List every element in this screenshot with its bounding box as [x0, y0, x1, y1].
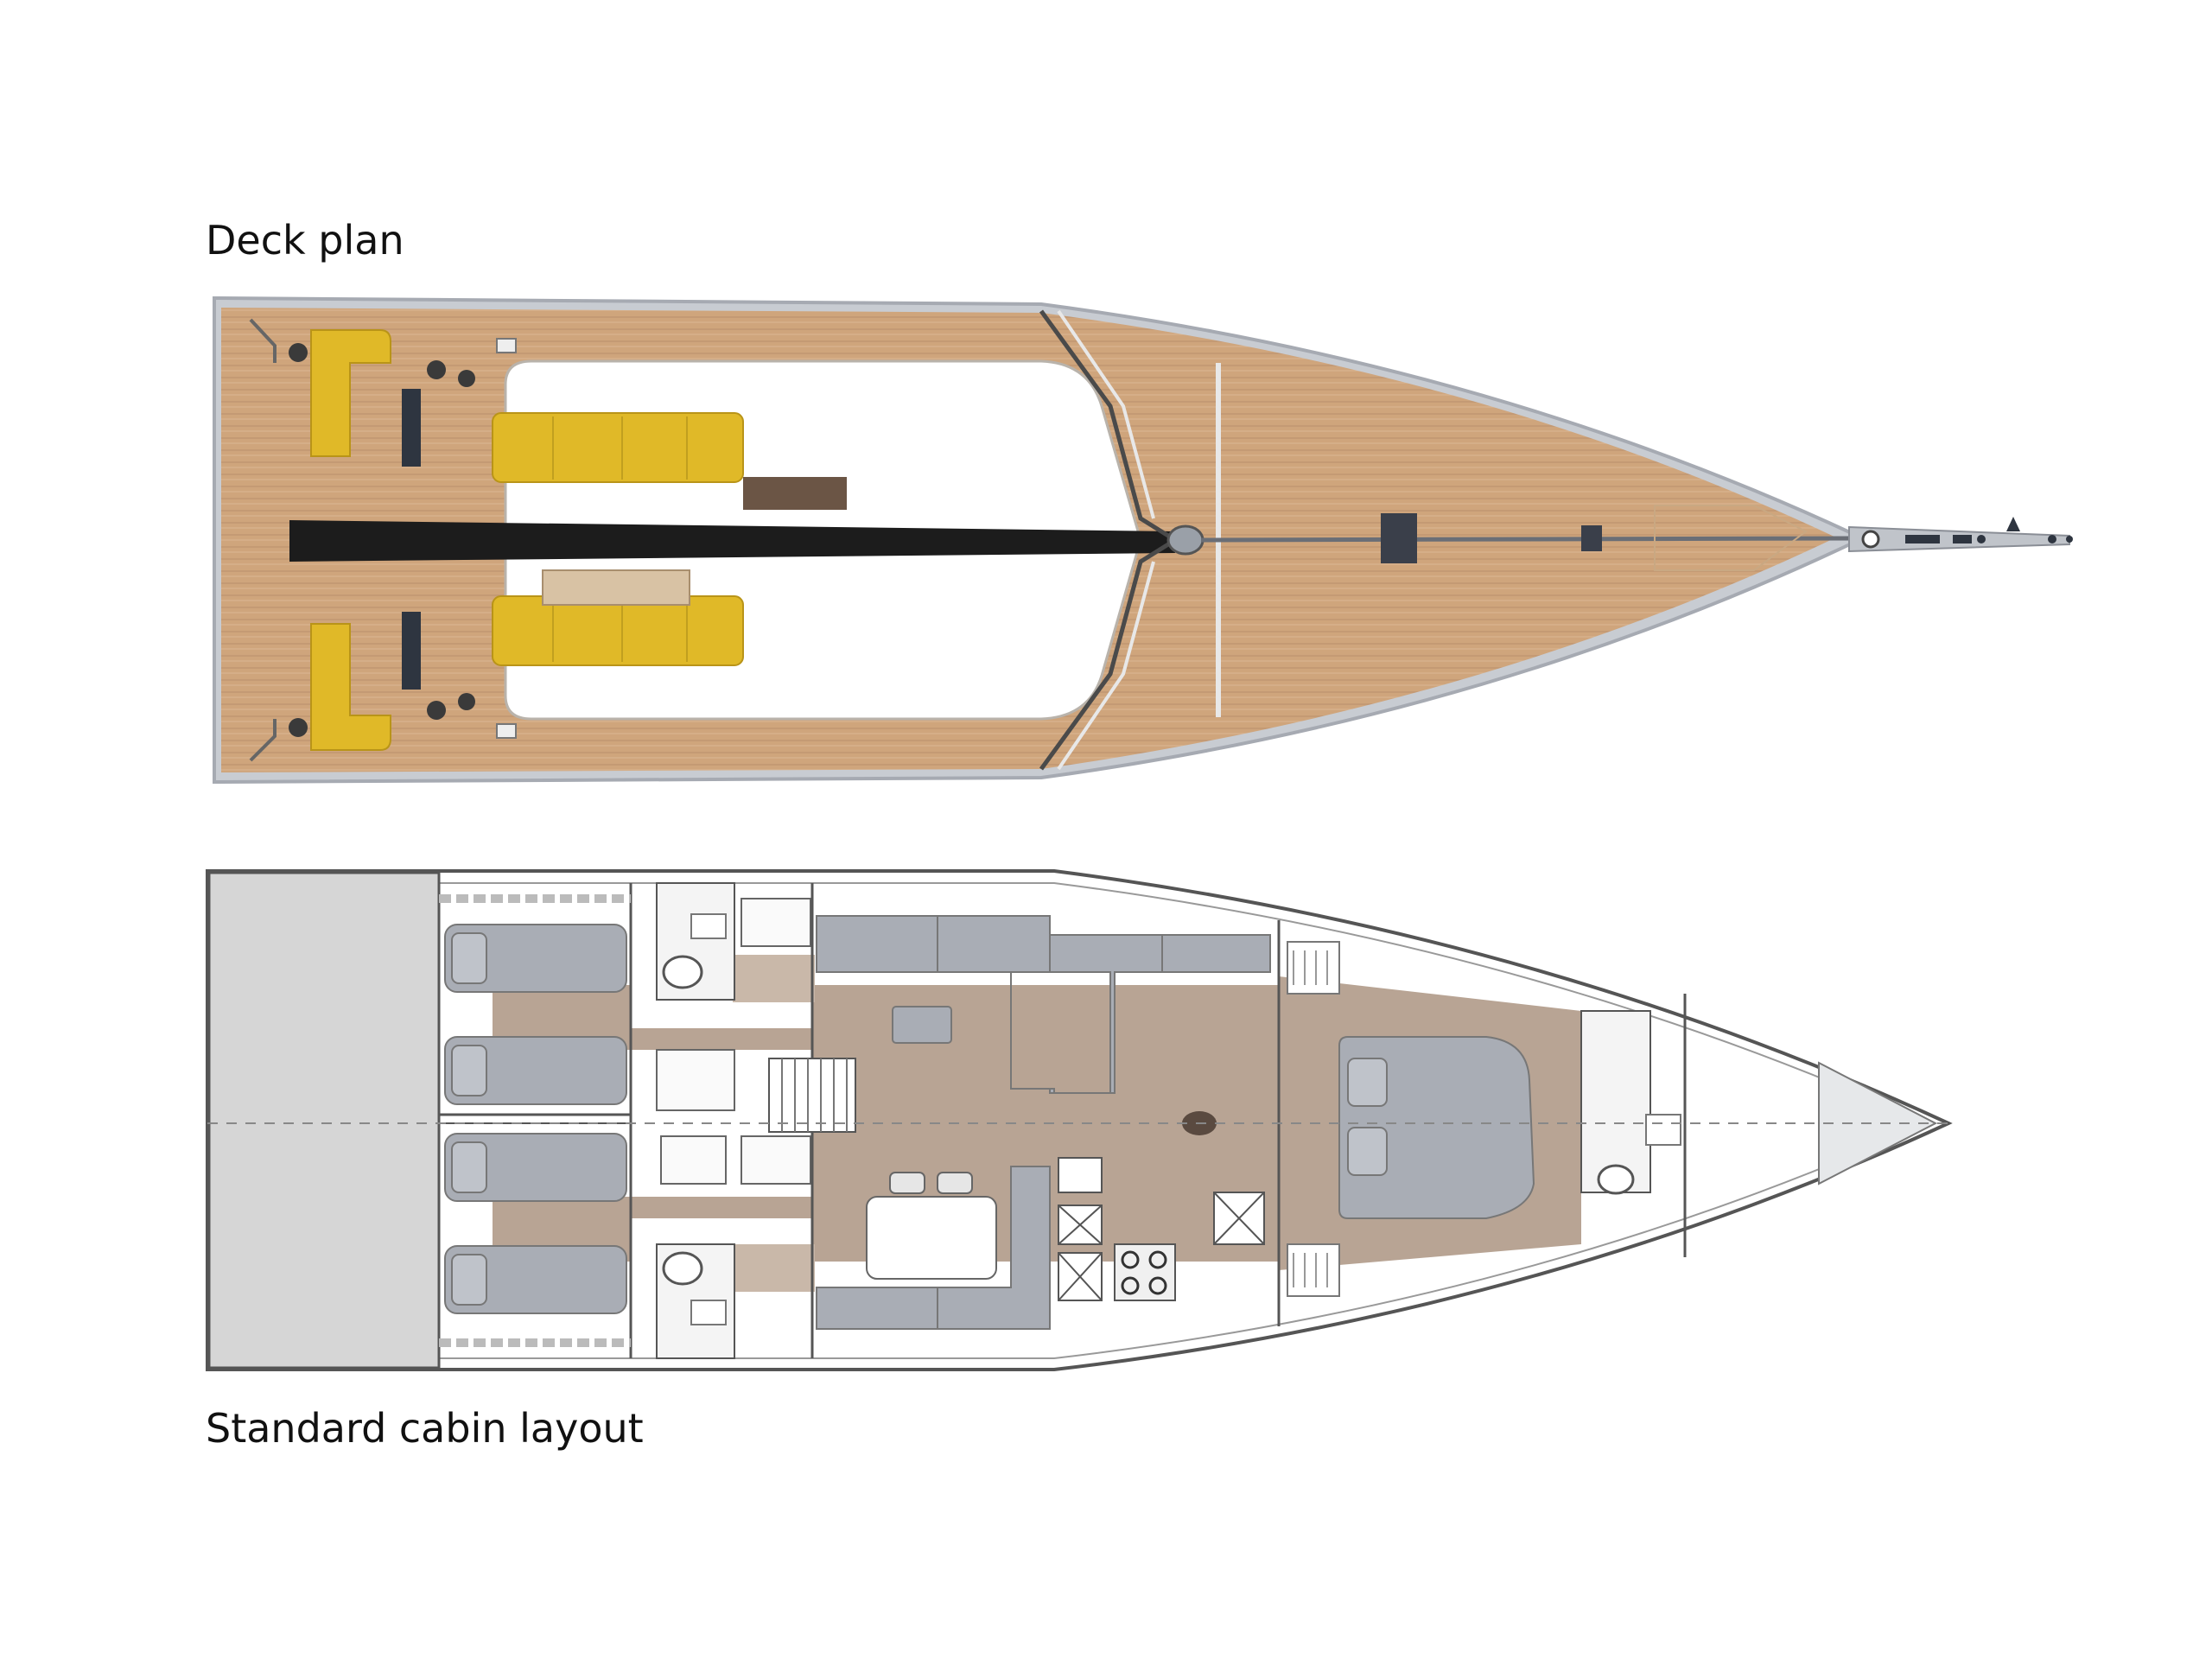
galley-sink [1058, 1157, 1103, 1193]
helm-seat-icon [310, 329, 391, 457]
shroud-port [1039, 309, 1177, 543]
toilet-icon [1597, 1164, 1635, 1195]
saloon-settee-port [816, 915, 1271, 1094]
cockpit-table [542, 569, 690, 606]
windlass [1581, 525, 1602, 551]
helm-console-port [402, 389, 421, 467]
forward-head [1580, 1010, 1651, 1193]
winch-icon [289, 718, 308, 737]
winch-icon [458, 370, 475, 387]
lazarette [207, 871, 441, 1370]
helm-seat-icon [310, 623, 391, 751]
aft-cabin-starboard [444, 1133, 627, 1314]
cockpit-cushion-port [492, 412, 744, 483]
winch-icon [458, 693, 475, 710]
saloon-coffee-table [892, 1006, 952, 1044]
companionway-stairs-icon [768, 1058, 856, 1133]
stove-icon [1114, 1243, 1176, 1301]
dining-table [866, 1196, 997, 1280]
aft-cabin-port [444, 924, 627, 1105]
winch-icon [427, 701, 446, 720]
aft-corridor-floor [493, 985, 821, 1050]
berth-icon [444, 1245, 627, 1314]
helm-console-starboard [402, 612, 421, 690]
berth-icon [444, 1036, 627, 1105]
toilet-icon [662, 955, 703, 989]
forepeak-locker [1818, 1061, 1938, 1185]
berth-icon [444, 1133, 627, 1202]
cabin-layout-title: Standard cabin layout [206, 1405, 644, 1452]
forestay [1200, 536, 1854, 543]
berth-icon [1338, 1036, 1535, 1219]
saloon-settee-starboard [816, 1166, 1051, 1330]
winch-icon [289, 343, 308, 362]
shroud-starboard [1039, 537, 1177, 771]
deck-plan-title: Deck plan [206, 217, 404, 264]
boom [289, 520, 1175, 562]
toilet-icon [662, 1251, 703, 1286]
berth-icon [444, 924, 627, 993]
anchor-hatch [1381, 513, 1417, 563]
winch-icon [427, 360, 446, 379]
hatch-cover [743, 477, 847, 510]
